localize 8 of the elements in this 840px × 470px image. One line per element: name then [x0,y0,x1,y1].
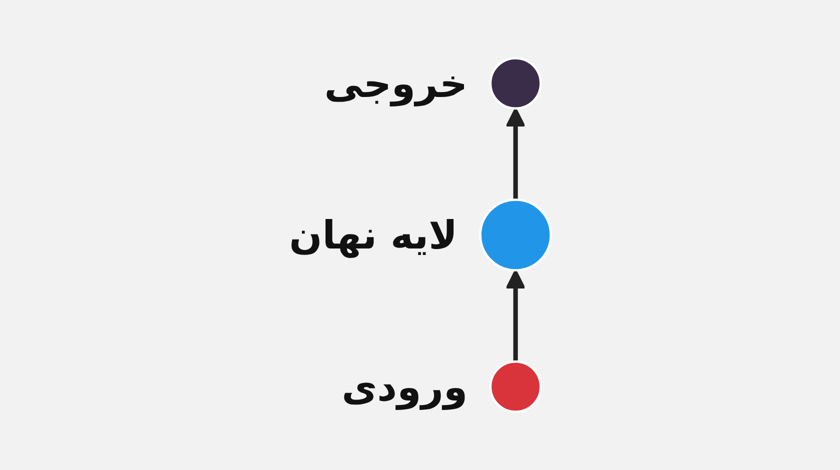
node-caption: ورودی [342,365,468,410]
circle-node [479,198,552,272]
circle-node [489,57,542,110]
node-caption: خروجی [324,62,468,107]
node-caption: لایه نهان [289,214,458,259]
arrow [506,108,526,200]
circle-node [489,360,542,413]
arrow [506,269,526,362]
